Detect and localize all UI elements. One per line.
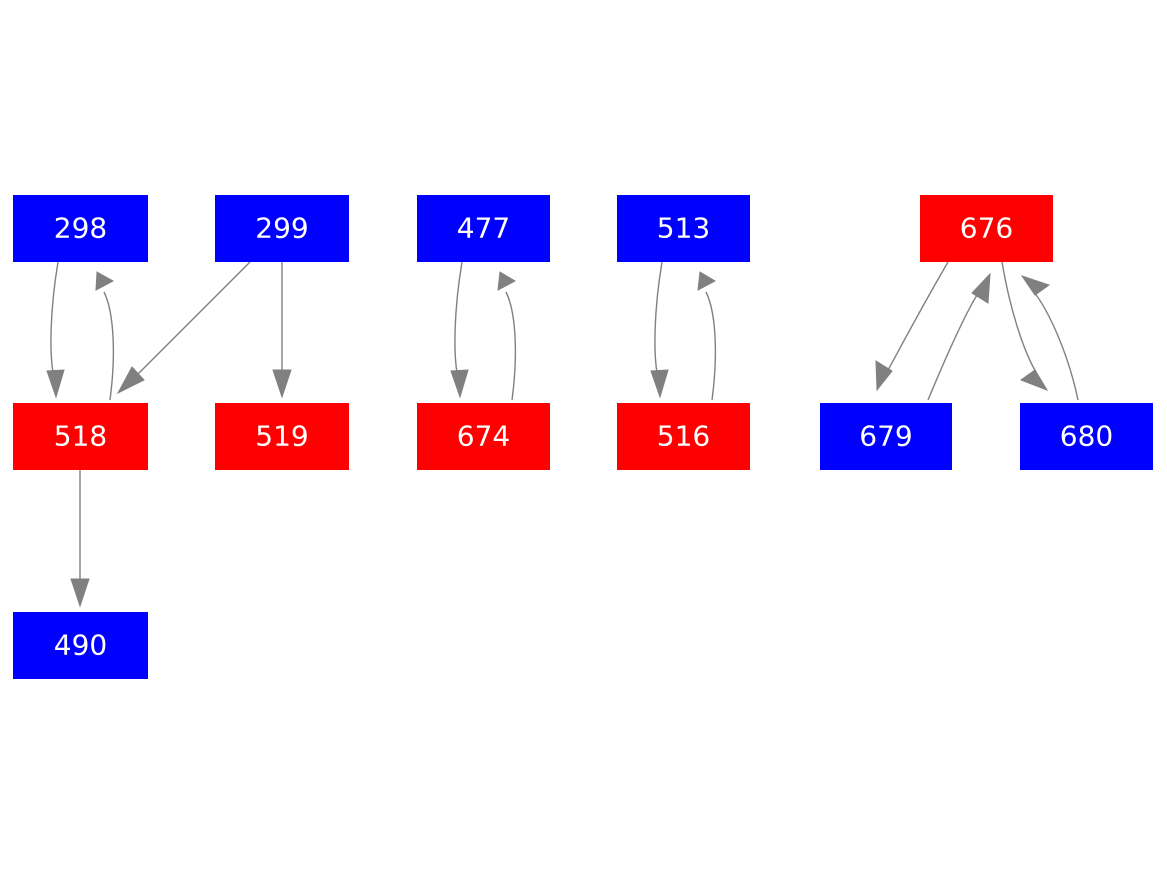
- node-label: 518: [54, 420, 107, 453]
- edge-298-to-518: [46, 261, 65, 399]
- arrowhead-icon: [46, 369, 65, 399]
- edge-line: [50, 261, 59, 379]
- arrowhead-icon: [70, 578, 90, 608]
- node-label: 513: [657, 212, 710, 245]
- node-518[interactable]: 518: [13, 403, 148, 470]
- arrowhead-icon: [450, 369, 469, 399]
- arrowhead-icon: [116, 366, 145, 395]
- edge-516-to-513: [697, 271, 717, 401]
- arrowhead-icon: [697, 271, 717, 291]
- edge-477-to-674: [450, 261, 469, 399]
- edge-line: [1001, 261, 1037, 373]
- node-label: 298: [54, 212, 107, 245]
- edge-line: [654, 261, 663, 379]
- node-label: 477: [457, 212, 510, 245]
- edge-676-to-680: [1001, 261, 1049, 391]
- edge-513-to-516: [650, 261, 669, 399]
- node-box[interactable]: [920, 195, 1053, 262]
- node-box[interactable]: [1020, 403, 1153, 470]
- node-516[interactable]: 516: [617, 403, 750, 470]
- node-label: 299: [255, 212, 308, 245]
- edge-layer: [46, 261, 1079, 608]
- node-label: 674: [457, 420, 510, 453]
- node-label: 519: [255, 420, 308, 453]
- node-box[interactable]: [617, 403, 750, 470]
- node-477[interactable]: 477: [417, 195, 550, 262]
- arrowhead-icon: [95, 271, 115, 291]
- arrowhead-icon: [971, 272, 991, 304]
- node-513[interactable]: 513: [617, 195, 750, 262]
- node-layer: 298 299 477 513 676 518 519 674 516 679 680 490: [13, 195, 1153, 679]
- edge-line: [886, 261, 949, 373]
- node-299[interactable]: 299: [215, 195, 349, 262]
- edge-line: [927, 291, 980, 401]
- node-box[interactable]: [617, 195, 750, 262]
- node-519[interactable]: 519: [215, 403, 349, 470]
- edge-299-to-519: [272, 262, 292, 399]
- node-box[interactable]: [215, 195, 349, 262]
- node-box[interactable]: [820, 403, 952, 470]
- node-label: 679: [859, 420, 912, 453]
- arrowhead-icon: [272, 369, 292, 399]
- node-674[interactable]: 674: [417, 403, 550, 470]
- edge-line: [705, 291, 717, 401]
- edge-line: [1033, 291, 1079, 401]
- node-679[interactable]: 679: [820, 403, 952, 470]
- arrowhead-icon: [1020, 275, 1051, 296]
- edge-line: [103, 291, 115, 401]
- edge-674-to-477: [497, 271, 517, 401]
- edge-679-to-676: [927, 272, 991, 401]
- node-676[interactable]: 676: [920, 195, 1053, 262]
- node-box[interactable]: [13, 612, 148, 679]
- node-490[interactable]: 490: [13, 612, 148, 679]
- node-label: 680: [1060, 420, 1113, 453]
- node-label: 490: [54, 629, 107, 662]
- arrowhead-icon: [875, 360, 893, 392]
- arrowhead-icon: [650, 369, 669, 399]
- node-680[interactable]: 680: [1020, 403, 1153, 470]
- node-box[interactable]: [215, 403, 349, 470]
- arrowhead-icon: [1019, 369, 1049, 391]
- edge-676-to-679: [875, 261, 949, 392]
- node-label: 676: [960, 212, 1013, 245]
- edge-518-to-490: [70, 470, 90, 608]
- edge-line: [505, 291, 517, 401]
- edge-518-to-298: [95, 271, 115, 401]
- edge-line: [133, 261, 251, 379]
- node-box[interactable]: [417, 403, 550, 470]
- node-label: 516: [657, 420, 710, 453]
- node-box[interactable]: [417, 195, 550, 262]
- node-box[interactable]: [13, 403, 148, 470]
- edge-line: [454, 261, 463, 379]
- edge-680-to-676: [1020, 275, 1079, 401]
- node-box[interactable]: [13, 195, 148, 262]
- arrowhead-icon: [497, 271, 517, 291]
- node-298[interactable]: 298: [13, 195, 148, 262]
- edge-299-to-518: [116, 261, 251, 395]
